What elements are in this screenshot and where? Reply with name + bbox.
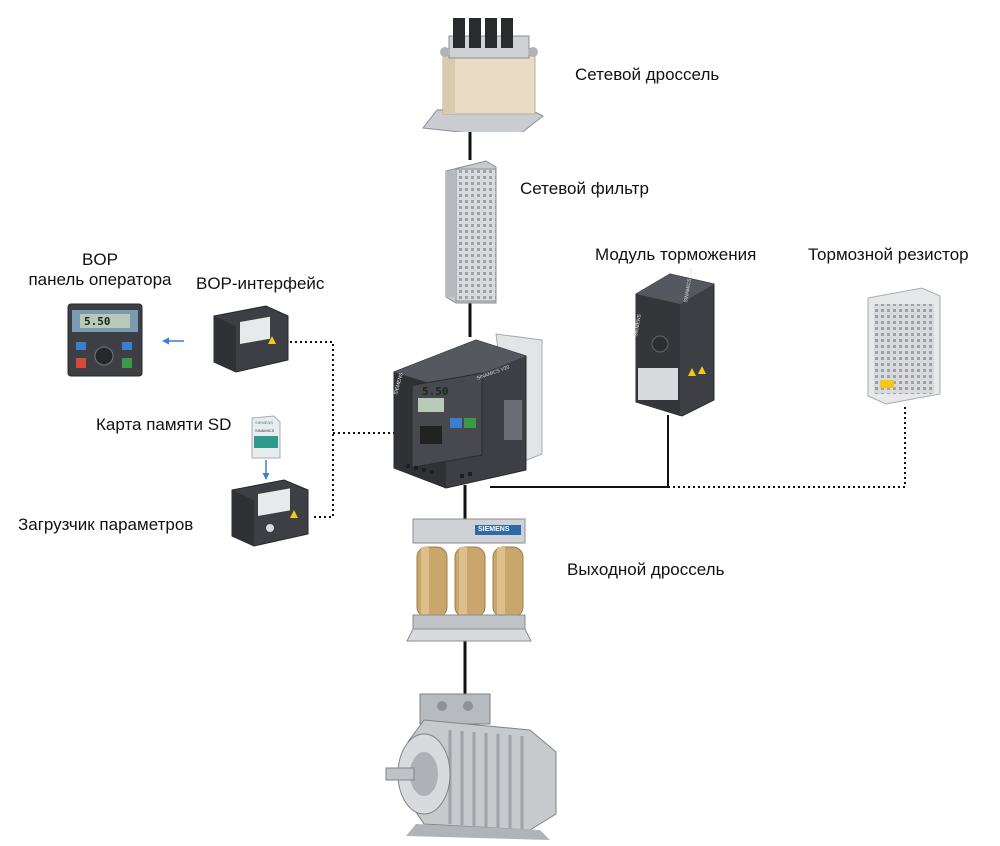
label-sd-card: Карта памяти SD [96,415,232,434]
label-output-reactor: Выходной дроссель [567,560,725,579]
wire-brake-resistor-dotted [668,406,906,488]
arrow-head-left [162,337,169,345]
label-line-filter: Сетевой фильтр [520,179,649,198]
line-filter-image [445,160,497,304]
label-bop-line2: панель оператора [28,270,172,289]
output-reactor-image [406,518,532,642]
reactor-brand: SIEMENS [478,526,510,533]
label-line-reactor: Сетевой дроссель [575,65,720,84]
label-brake-module: Модуль торможения [595,245,757,264]
label-bop-line1: BOP [82,250,118,269]
sd-model: SINAMICS [255,428,275,433]
vfd-display: 5.50 [422,385,449,398]
label-bop: BOP панель оператора [18,250,182,290]
vfd-sinamics-image [393,333,543,489]
label-brake-resistor: Тормозной резистор [808,245,969,264]
motor-image [385,693,557,840]
label-param-loader: Загрузчик параметров [18,515,194,534]
sd-card-image [251,415,281,459]
bop-panel-image [67,303,143,377]
bop-display: 5.50 [84,315,111,328]
brake-module-image [635,273,715,417]
label-bop-interface: BOP-интерфейс [196,274,325,293]
arrow-head-down [262,473,270,480]
brake-resistor-image [867,287,941,405]
param-loader-image [231,479,309,547]
sd-brand: SIEMENS [255,420,274,425]
wire-bop-interface-dotted [290,341,334,518]
bop-interface-image [213,305,289,373]
line-reactor-image [422,18,544,132]
